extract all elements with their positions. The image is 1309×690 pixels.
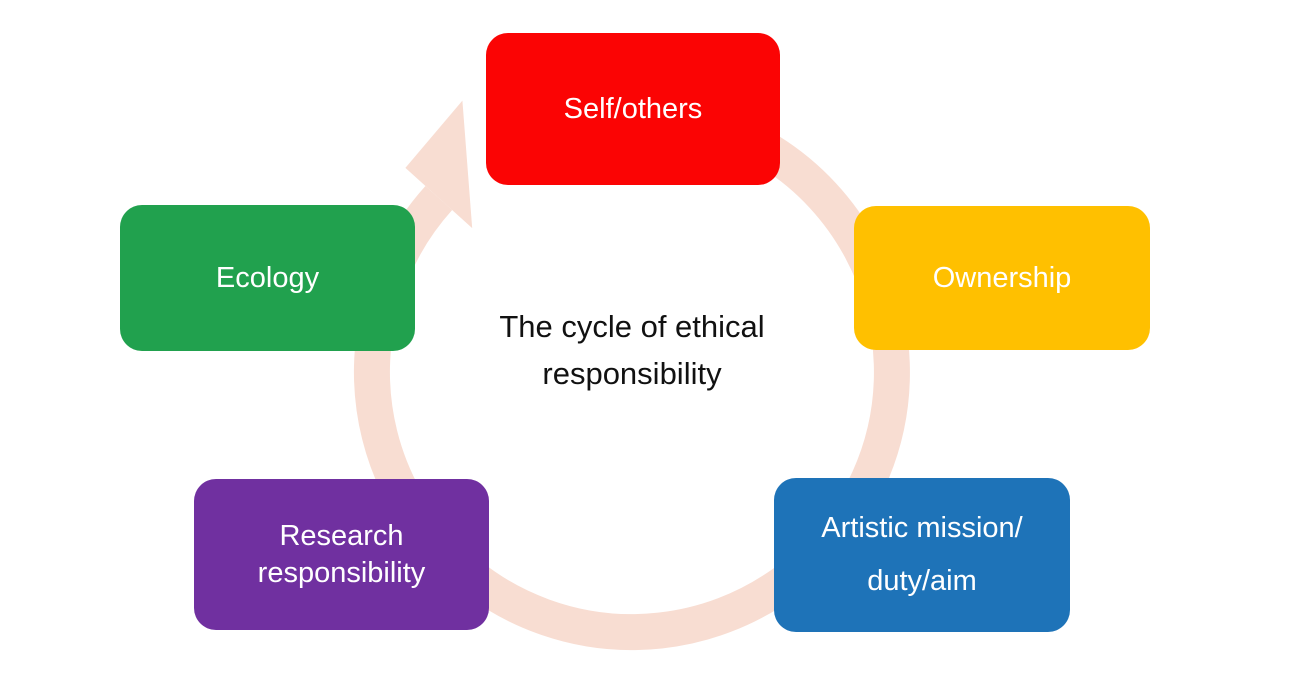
node-label-line-2: responsibility <box>257 556 426 589</box>
node-label: Ownership <box>932 261 1072 294</box>
node-self-others: Self/others <box>486 33 780 185</box>
diagram-title: The cycle of ethical responsibility <box>400 303 864 397</box>
node-label-line-1: Artistic mission/ <box>821 512 1023 545</box>
node-artistic-mission: Artistic mission/ duty/aim <box>774 478 1070 632</box>
node-research-responsibility: Research responsibility <box>194 479 489 630</box>
node-label-line-1: Research <box>279 519 404 552</box>
node-ownership: Ownership <box>854 206 1150 350</box>
diagram-title-line-2: responsibility <box>542 356 722 391</box>
node-label: Ecology <box>215 261 320 294</box>
node-label: Self/others <box>563 92 703 125</box>
cycle-arrowhead-icon <box>405 100 473 229</box>
diagram-title-line-1: The cycle of ethical <box>499 309 765 344</box>
node-ecology: Ecology <box>120 205 415 351</box>
node-label-line-2: duty/aim <box>867 565 977 597</box>
